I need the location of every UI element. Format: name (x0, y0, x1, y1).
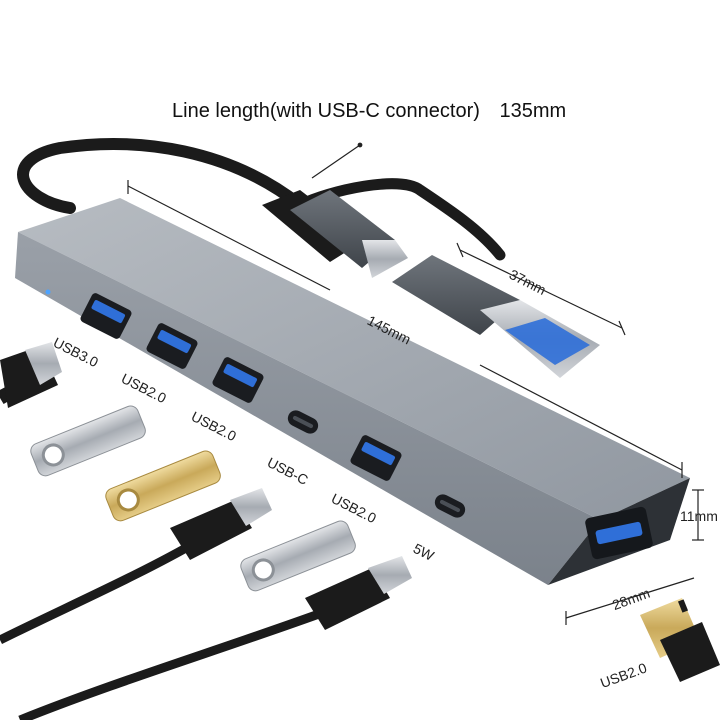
flash-drive-silver-1 (30, 405, 146, 477)
hub-front-face (15, 232, 600, 585)
line-length-value: 135mm (499, 100, 567, 122)
height-label: 11mm (680, 508, 718, 524)
dimension-lines (127, 142, 704, 625)
line-length-label: Line length(with USB-C connector) (172, 100, 480, 122)
flash-drive-silver-2 (240, 520, 356, 592)
status-led (45, 289, 51, 295)
usb-dongle (640, 598, 720, 682)
hub-cable (17, 138, 506, 261)
port-usbc-1 (287, 410, 319, 434)
line-length-heading: Line length(with USB-C connector) 135mm (172, 100, 566, 123)
hub-ports (80, 293, 466, 518)
port-usb2-2 (212, 357, 264, 403)
usbc-connector (262, 190, 408, 278)
flash-drive-gold (105, 450, 221, 522)
port-usb3 (80, 293, 132, 339)
port-usb2-1 (146, 323, 198, 369)
usb-hub (15, 198, 690, 585)
usba-cable-left (0, 342, 62, 408)
hub-top-face (18, 198, 690, 520)
usba-connector (392, 255, 600, 378)
usbc-cable-1 (0, 488, 272, 645)
port-usb2-3 (350, 435, 402, 481)
hub-end-usb-tongue (595, 521, 643, 545)
usbc-cable-2 (18, 556, 412, 720)
port-usbc-2 (434, 494, 466, 518)
